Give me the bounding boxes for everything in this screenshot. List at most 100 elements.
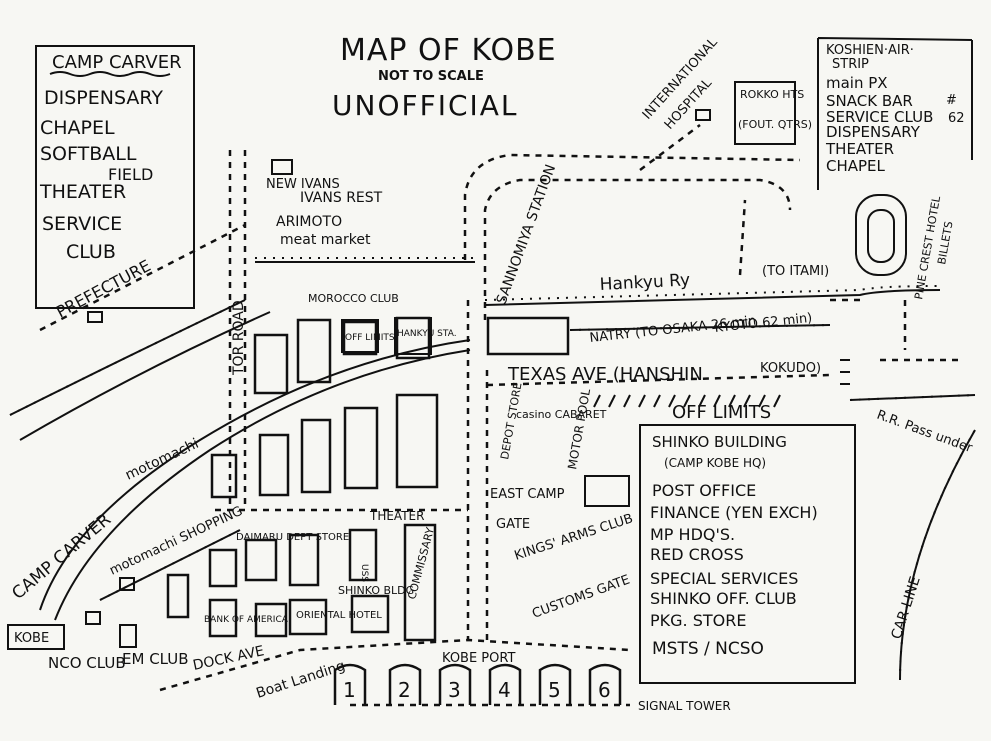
map-unofficial: UNOFFICIAL <box>332 89 519 122</box>
map-subtitle: NOT TO SCALE <box>378 69 484 84</box>
piers: 1 2 3 4 5 6 <box>333 663 622 705</box>
shinko-box: SHINKO BUILDING (CAMP KOBE HQ) POST OFFI… <box>639 424 856 684</box>
new-ivans-marker <box>271 159 293 175</box>
label-car-line: CAR LINE <box>889 575 924 642</box>
shinko-item: MSTS / NCSO <box>652 639 764 659</box>
map-title: MAP OF KOBE <box>340 33 557 68</box>
label-natry2: KYOTO 62 min) <box>714 311 813 336</box>
label-morocco-club: MOROCCO CLUB <box>308 292 399 305</box>
shinko-item: MP HDQ'S. <box>650 525 735 544</box>
label-prefecture: PREFECTURE <box>53 256 154 322</box>
label-uss: USS <box>359 564 369 582</box>
shinko-item: FINANCE (YEN EXCH) <box>650 503 818 522</box>
label-rr-pass-under: R.R. Pass under <box>875 408 975 457</box>
label-boat-landing: Boat Landing <box>254 658 347 702</box>
camp-carver-box: CAMP CARVER DISPENSARY CHAPEL SOFTBALL F… <box>35 45 195 309</box>
off-limits-box <box>341 319 379 353</box>
nco-club-marker <box>85 611 101 625</box>
label-dock-ave: DOCK AVE <box>192 643 266 674</box>
pier-number: 5 <box>548 678 561 702</box>
label-shinko-bldg: SHINKO BLDG <box>338 584 414 597</box>
railways <box>9 257 976 681</box>
camp-carver-item: CHAPEL <box>40 117 115 139</box>
koshien-item: SERVICE CLUB <box>826 108 933 126</box>
label-oriental-hotel: ORIENTAL HOTEL <box>296 610 382 621</box>
label-kokudo: KOKUDO) <box>760 361 821 376</box>
camp-carver-item: CLUB <box>66 241 116 263</box>
koshien-item: CHAPEL <box>826 157 886 175</box>
kobe-box <box>7 624 65 650</box>
koshien-marker2: 62 <box>948 111 965 126</box>
koshien-marker: # <box>946 93 957 108</box>
label-bank-of-america: BANK OF AMERICA <box>204 615 289 625</box>
label-gate: GATE <box>496 517 530 532</box>
camp-carver-item: SOFTBALL <box>40 143 137 165</box>
label-motor-pool: MOTOR POOL <box>565 387 593 470</box>
camp-carver-item: THEATER <box>39 181 126 203</box>
label-tor-road: TOR ROAD <box>231 300 247 376</box>
label-meat-market: meat market <box>280 232 371 248</box>
label-motomachi: motomachi <box>123 436 201 484</box>
label-hankyu-sta: HANKYU STA. <box>397 329 457 339</box>
pier-number: 2 <box>398 678 411 702</box>
koshien-item: SNACK BAR <box>826 92 913 110</box>
label-hankyu-ry: Hankyu Ry <box>599 270 690 295</box>
label-kings-arms: KINGS' ARMS CLUB <box>513 511 635 564</box>
roads <box>159 124 960 707</box>
koshien-item: DISPENSARY <box>826 123 921 141</box>
koshien-item: THEATER <box>825 140 894 158</box>
hankyu-sta-box <box>394 317 432 355</box>
shinko-sub: (CAMP KOBE HQ) <box>664 456 766 470</box>
label-casino-cabaret: casino CABARET <box>516 408 607 421</box>
hospital-marker <box>695 109 711 121</box>
label-billets: BILLETS <box>935 220 955 265</box>
camp-carver-heading: CAMP CARVER <box>52 52 182 73</box>
label-rokko-qtrs: (FOUT. QTRS) <box>738 118 812 131</box>
label-camp-carver: CAMP CARVER <box>8 510 115 604</box>
shinko-item: SPECIAL SERVICES <box>650 569 798 588</box>
shinko-item: RED CROSS <box>650 545 744 564</box>
label-kobe-port: KOBE PORT <box>442 651 515 666</box>
koshien-heading: KOSHIEN·AIR· <box>826 43 914 58</box>
label-nco-club: NCO CLUB <box>48 654 126 672</box>
label-arimoto: ARIMOTO <box>276 214 342 230</box>
label-to-itami: (TO ITAMI) <box>762 264 829 279</box>
label-off-limits-small: OFF LIMITS <box>345 333 395 343</box>
koshien-box: KOSHIEN·AIR· STRIP main PX SNACK BAR SER… <box>817 37 973 190</box>
label-kobe: KOBE <box>14 631 49 646</box>
motomachi-shopping-marker <box>119 577 135 591</box>
em-club-marker <box>119 624 137 648</box>
label-off-limits: OFF LIMITS <box>672 402 771 423</box>
shinko-heading: SHINKO BUILDING <box>652 433 787 451</box>
racetrack <box>855 194 907 276</box>
label-east-camp: EAST CAMP <box>490 487 565 502</box>
shinko-item: POST OFFICE <box>652 481 756 500</box>
rokko-hts-box <box>734 81 796 145</box>
label-sannomiya-station: SANNOMIYA STATION <box>494 162 559 306</box>
label-new-ivans: NEW IVANS <box>266 177 340 192</box>
pier-number: 6 <box>598 678 611 702</box>
camp-carver-item: DISPENSARY <box>44 87 163 109</box>
shinko-item: PKG. STORE <box>650 611 746 630</box>
label-customs-gate: CUSTOMS GATE <box>530 573 632 622</box>
label-texas-ave: TEXAS AVE (HANSHIN <box>507 364 703 385</box>
pier-number: 1 <box>343 678 356 702</box>
koshien-heading2: STRIP <box>832 57 869 72</box>
city-blocks <box>166 316 570 642</box>
label-ivans-rest: IVANS REST <box>300 190 383 206</box>
label-theater: THEATER <box>369 509 424 523</box>
label-commissary: COMMISSARY <box>405 526 437 601</box>
label-daimaru: DAIMARU DEPT STORE <box>236 532 349 543</box>
motor-pool-box <box>584 475 630 507</box>
pier-number: 3 <box>448 678 461 702</box>
pier-number: 4 <box>498 678 511 702</box>
koshien-item: main PX <box>826 74 888 92</box>
label-em-club: EM CLUB <box>122 650 189 668</box>
label-depot-store: DEPOT STORE <box>498 382 524 461</box>
label-rokko-hts: ROKKO HTS <box>740 88 804 101</box>
shinko-item: SHINKO OFF. CLUB <box>650 589 797 608</box>
camp-carver-item: SERVICE <box>42 213 122 235</box>
label-signal-tower: SIGNAL TOWER <box>638 699 731 713</box>
camp-carver-item: FIELD <box>108 165 153 184</box>
